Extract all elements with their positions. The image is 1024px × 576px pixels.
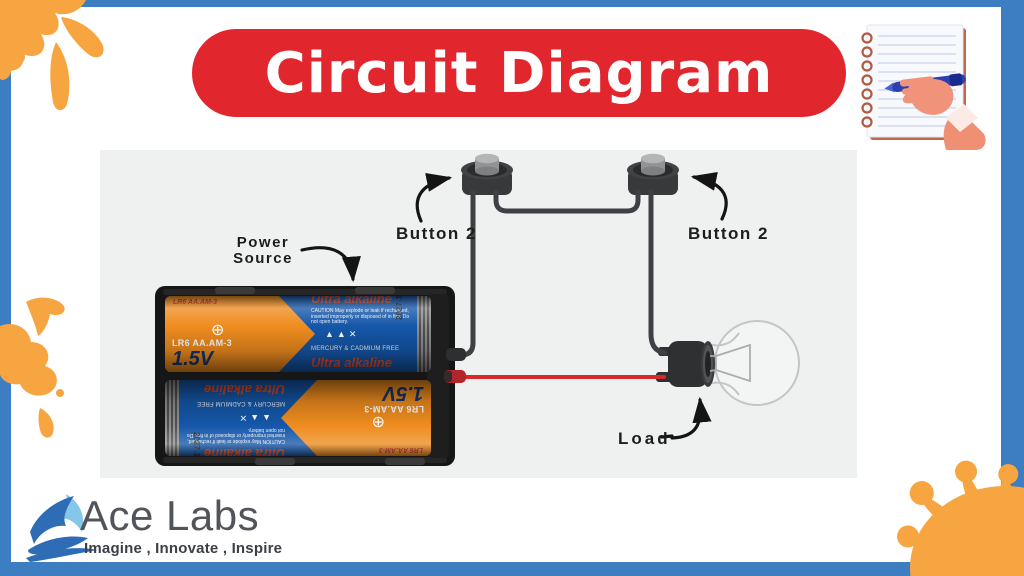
title-banner: Circuit Diagram bbox=[192, 29, 846, 117]
holder-clip bbox=[355, 287, 395, 294]
socket-terminal-bottom bbox=[656, 372, 672, 382]
frame-bottom bbox=[0, 562, 1024, 576]
holder-clip bbox=[255, 458, 295, 465]
page-title: Circuit Diagram bbox=[264, 40, 774, 106]
battery-shading bbox=[165, 296, 431, 372]
button-right-label: Button 2 bbox=[688, 224, 769, 243]
button-left-label: Button 2 bbox=[396, 224, 477, 243]
power-source-label-line2: Source bbox=[233, 250, 293, 267]
load-label: Load bbox=[618, 429, 671, 448]
battery-cell-top: LR6 AA.AM-3 ⊕ LR6 AA.AM-3 1.5V Ultra alk… bbox=[165, 296, 431, 372]
bird-logo-icon bbox=[26, 494, 98, 562]
holder-rail bbox=[163, 289, 447, 295]
battery-cell-bottom: LR6 AA.AM-3 ⊕ LR6 AA.AM-3 1.5V Ultra alk… bbox=[165, 380, 431, 456]
holder-rail bbox=[163, 457, 447, 463]
logo-text: Ace Labs bbox=[80, 492, 260, 539]
frame-right bbox=[1001, 0, 1024, 576]
hand-icon bbox=[899, 76, 986, 150]
battery-pack: LR6 AA.AM-3 ⊕ LR6 AA.AM-3 1.5V Ultra alk… bbox=[155, 286, 455, 466]
push-button-left bbox=[461, 153, 513, 195]
logo-tagline: Imagine , Innovate , Inspire bbox=[84, 540, 283, 557]
splash-bottom-right-icon bbox=[896, 460, 1024, 576]
socket-terminal-top bbox=[658, 347, 672, 356]
power-source-label: Power Source bbox=[226, 235, 300, 267]
splash-top-left-icon bbox=[0, 0, 104, 111]
notebook-pen-illustration bbox=[861, 24, 986, 150]
push-button-right bbox=[627, 153, 679, 195]
frame-top bbox=[0, 0, 1024, 7]
light-bulb bbox=[656, 320, 800, 406]
splash-left-icon bbox=[0, 297, 65, 438]
frame-left bbox=[0, 0, 11, 576]
power-source-label-line1: Power bbox=[236, 234, 290, 251]
battery-shading bbox=[165, 380, 431, 456]
holder-terminal-column bbox=[427, 294, 449, 458]
holder-clip bbox=[385, 458, 425, 465]
holder-clip bbox=[215, 287, 255, 294]
